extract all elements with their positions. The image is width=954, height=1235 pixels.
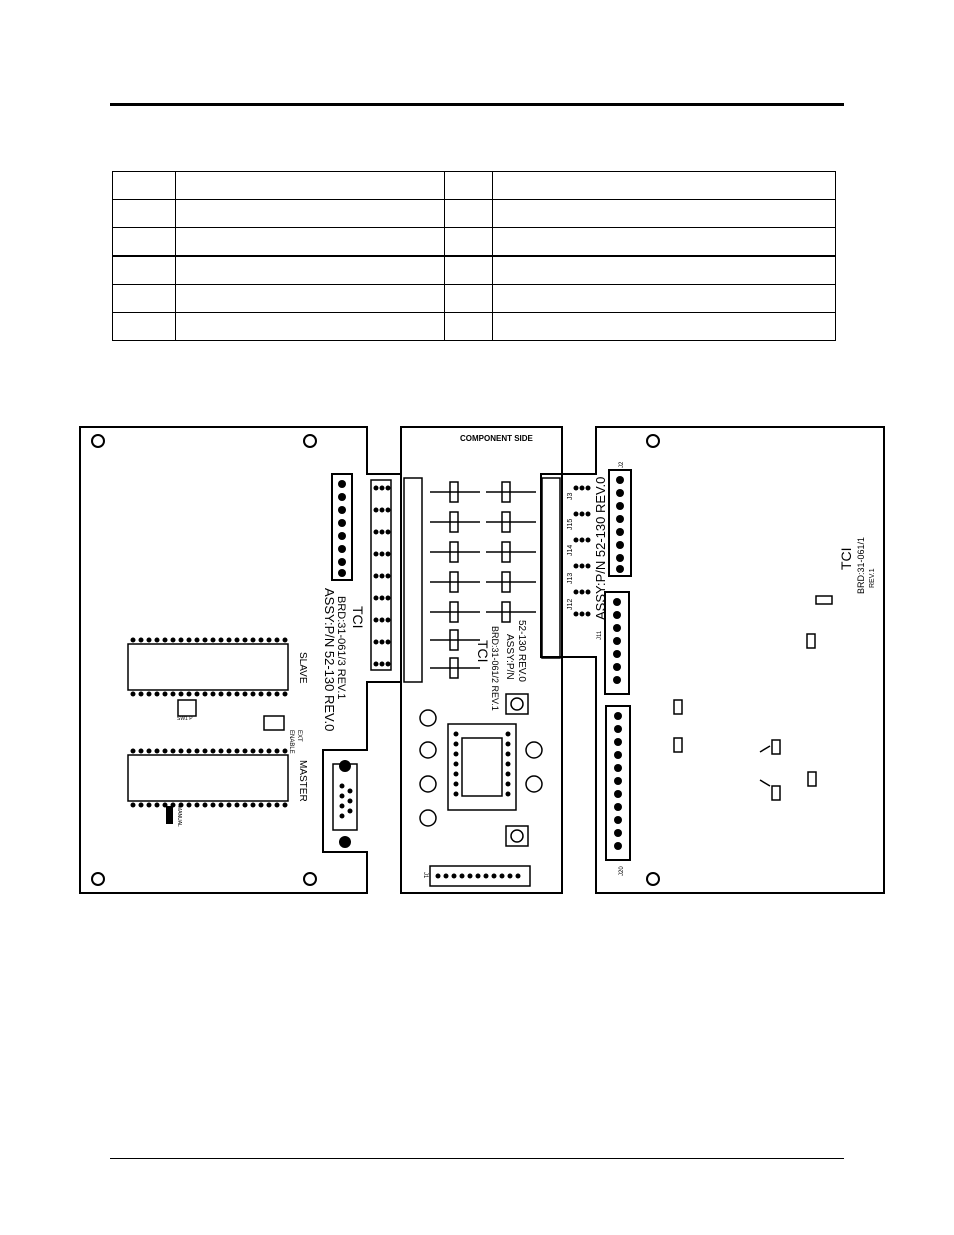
middle-assy-label: ASSY:P/N	[504, 634, 515, 680]
right-tci-label: TCI	[838, 547, 854, 570]
middle-pn-label: 52-130 REV.0	[516, 620, 527, 682]
bottom-rule	[110, 1158, 844, 1159]
table-cell	[492, 227, 836, 257]
right-brd-label: BRD:31-061/1	[856, 537, 866, 594]
table-cell	[112, 255, 176, 285]
j1-label: J1	[422, 872, 428, 879]
table-cell	[492, 171, 836, 200]
j2-label: J2	[619, 461, 625, 468]
middle-brd-label: BRD:31-061/2 REV.1	[490, 626, 500, 711]
middle-tci-label: TCI	[475, 640, 491, 663]
table-row	[112, 312, 836, 341]
left-tci-label: TCI	[350, 606, 366, 629]
middle-board-components	[403, 477, 561, 887]
table-cell	[492, 199, 836, 228]
j15-label: J15	[567, 519, 574, 530]
j14-label: J14	[567, 545, 574, 556]
mounting-holes	[91, 434, 660, 886]
slave-chip-label: SLAVE	[297, 652, 308, 684]
table-row	[112, 171, 836, 200]
master-chip-label: MASTER	[297, 760, 308, 802]
j13-label: J13	[567, 573, 574, 584]
right-assy-label: ASSY:P/N 52-130 REV.0	[593, 477, 608, 620]
top-rule	[110, 103, 844, 106]
table-row	[112, 227, 836, 257]
ext-label: EXT	[296, 730, 302, 742]
left-brd-label: BRD:31-061/3 REV.1	[335, 596, 347, 700]
left-assy-label: ASSY:P/N 52-130 REV.0	[322, 588, 337, 731]
spec-table	[112, 171, 836, 341]
middle-board-outline	[400, 426, 563, 894]
table-cell	[174, 255, 445, 285]
table-cell	[443, 199, 494, 228]
right-rev-label: REV.1	[869, 568, 876, 588]
j12-label: J12	[567, 599, 574, 610]
table-row	[112, 255, 836, 285]
right-board-components	[573, 469, 833, 861]
left-board-outline	[79, 426, 402, 894]
enable-label: ENABLE	[288, 730, 294, 754]
table-cell	[112, 227, 176, 257]
table-cell	[174, 312, 445, 341]
table-row	[112, 199, 836, 228]
table-cell	[174, 199, 445, 228]
middle-board-labels: COMPONENT SIDE TCI BRD:31-061/2 REV.1 AS…	[422, 434, 534, 879]
left-board-components	[127, 473, 392, 848]
right-board-outline	[561, 426, 885, 894]
j3-label: J3	[567, 493, 574, 501]
j11-label: J11	[597, 630, 603, 640]
table-cell	[443, 227, 494, 257]
table-cell	[492, 312, 836, 341]
dip-switch-label: SW1 P	[177, 716, 193, 722]
manual-label: MANUAL	[176, 806, 182, 827]
left-board-labels: TCI BRD:31-061/3 REV.1 ASSY:P/N 52-130 R…	[176, 588, 366, 827]
component-side-header: COMPONENT SIDE	[460, 434, 534, 443]
table-cell	[443, 312, 494, 341]
right-board-labels: TCI BRD:31-061/1 REV.1 ASSY:P/N 52-130 R…	[567, 461, 876, 876]
j20-label: J20	[619, 866, 625, 876]
